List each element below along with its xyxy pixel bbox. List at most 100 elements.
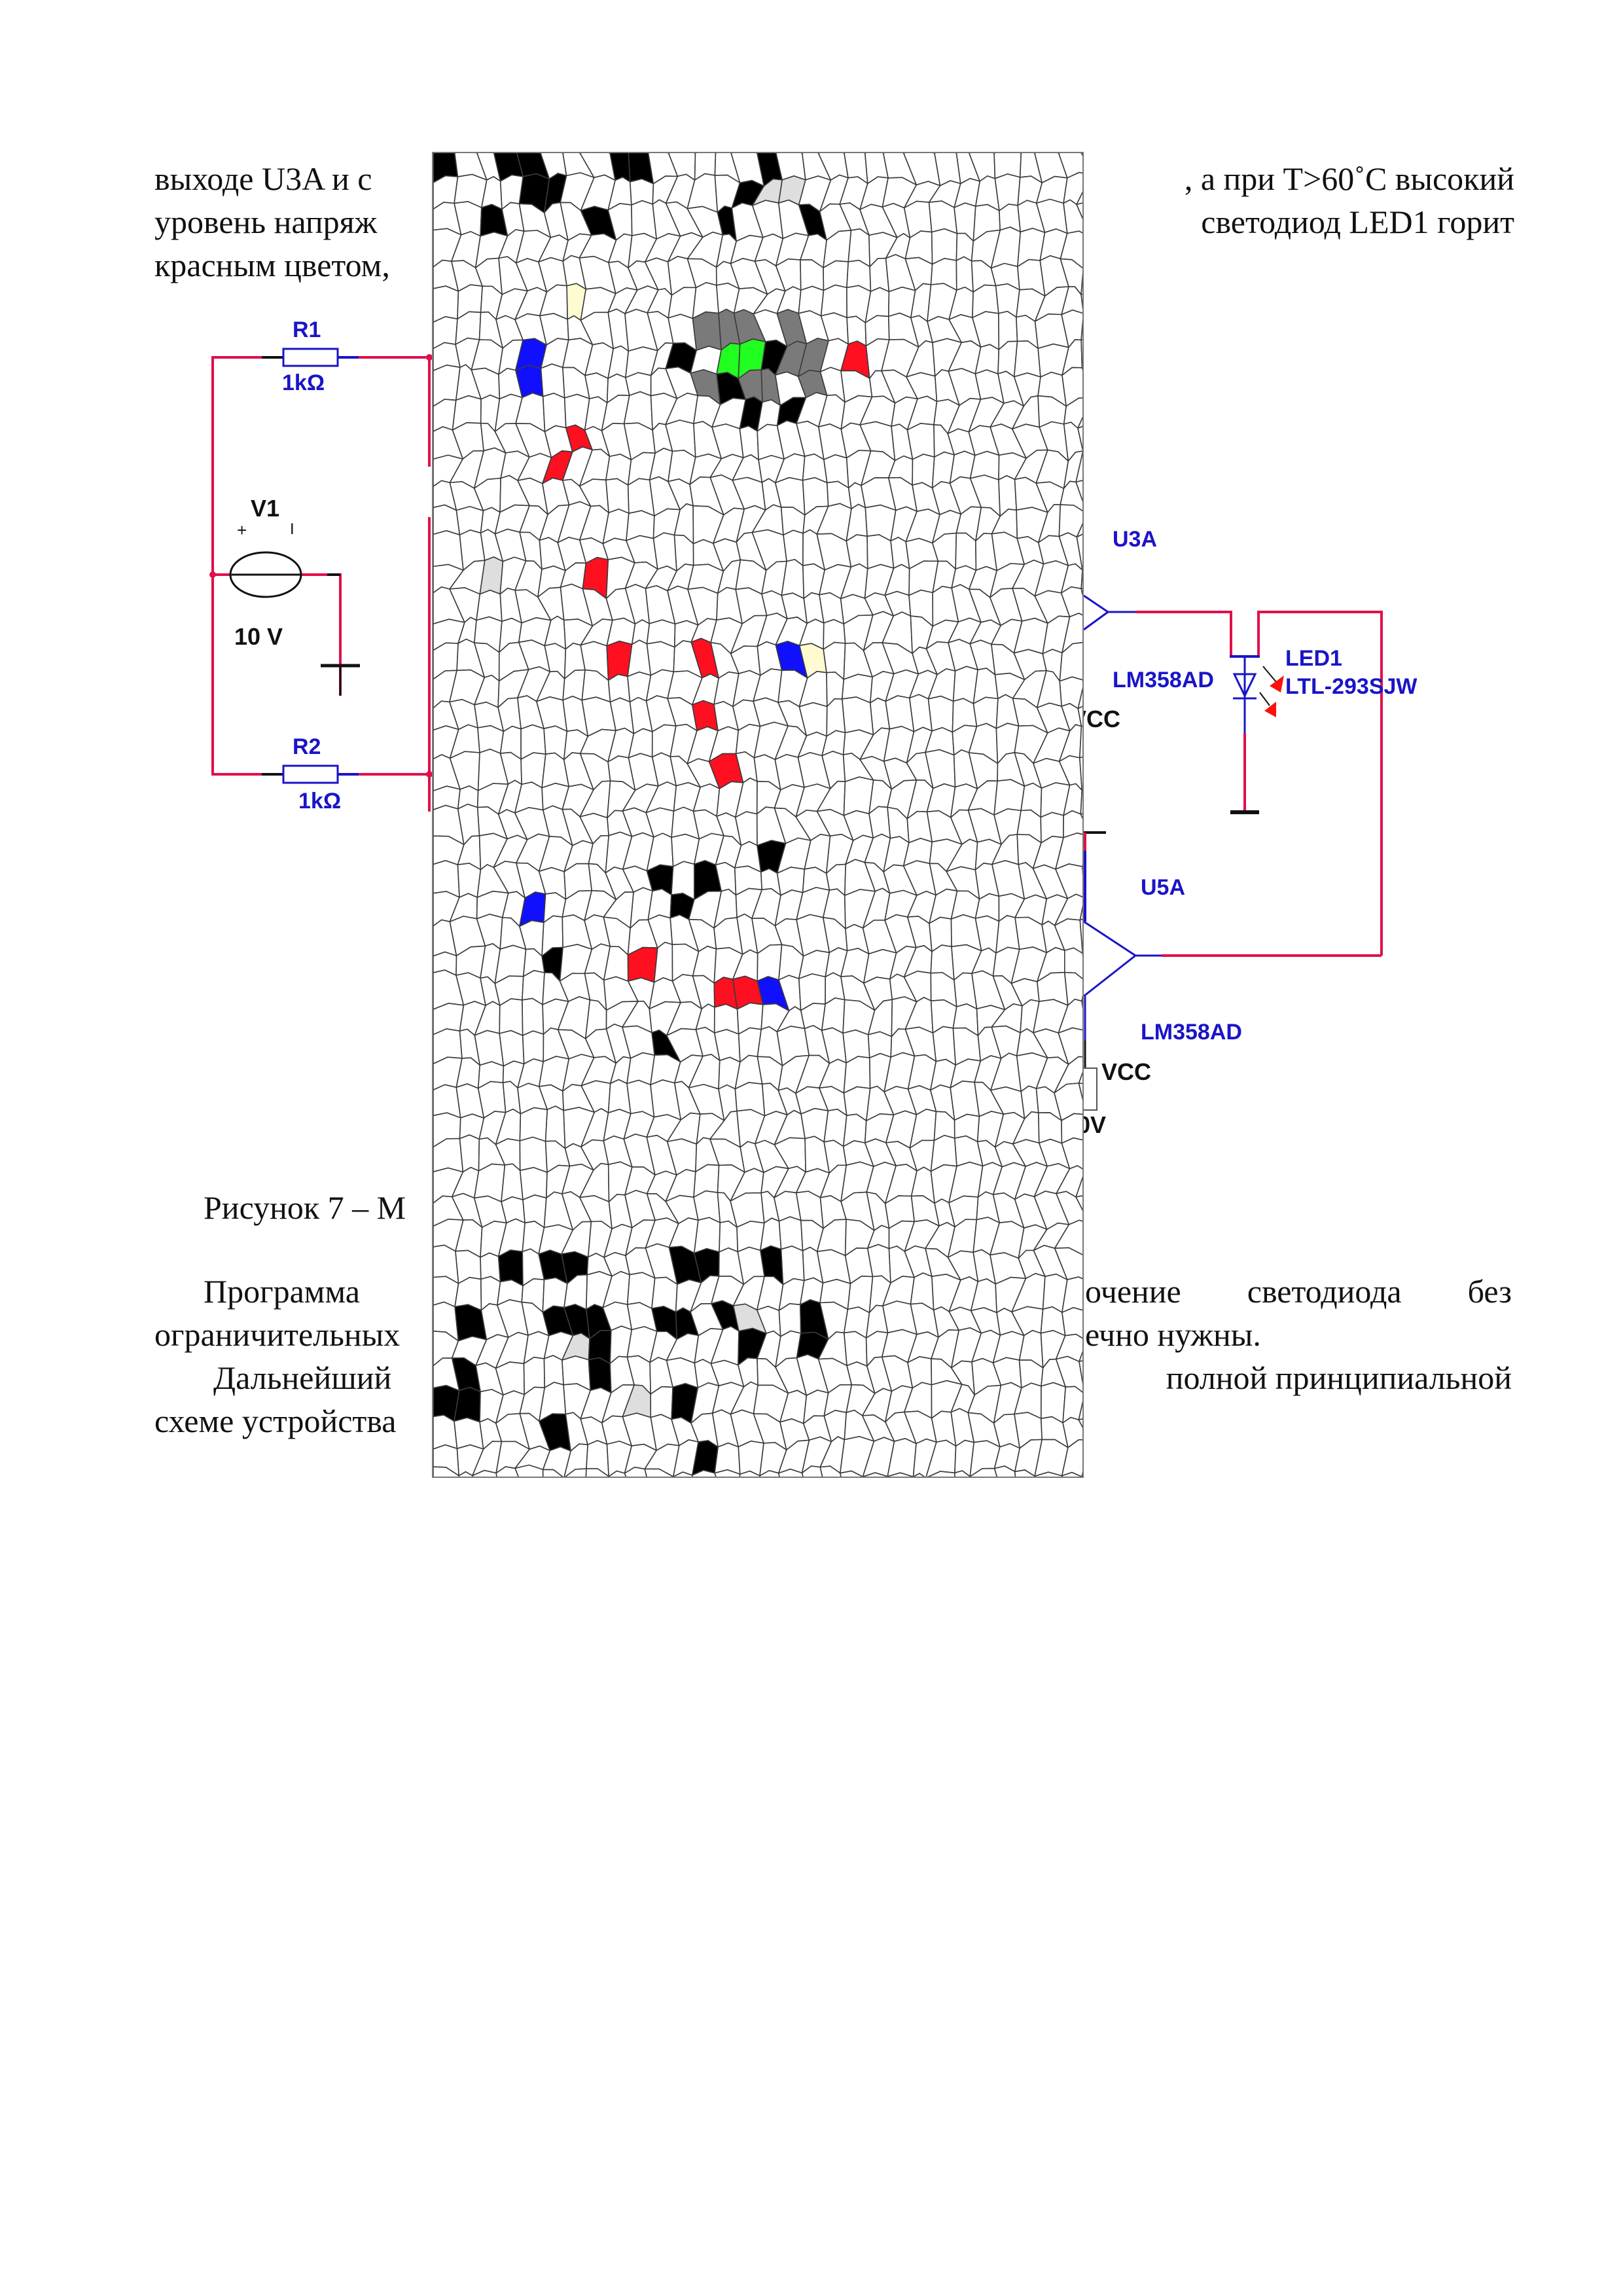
mosaic-cell	[912, 1438, 937, 1477]
mosaic-cell	[672, 1471, 693, 1477]
mosaic-cell	[839, 1470, 864, 1477]
mosaic-cell	[519, 1107, 548, 1142]
word: очение	[1085, 1273, 1181, 1310]
v1-value: 10 V	[234, 623, 283, 650]
mosaic-cell	[912, 1473, 925, 1477]
mosaic-cell	[1075, 480, 1082, 502]
paragraph-bottom-p1-line1-right: очение светодиода без	[1085, 1270, 1512, 1313]
led-symbol	[1230, 656, 1259, 814]
wire-r1-left	[211, 356, 366, 776]
paragraph-top-line1-left: выходе U3A и с	[154, 160, 372, 197]
mosaic-cell	[887, 1472, 914, 1477]
circuit-schematic	[209, 348, 1383, 1111]
mosaic-cell	[1080, 293, 1082, 310]
mosaic-cell	[739, 1470, 760, 1477]
mosaic-cell	[969, 1467, 998, 1477]
resistor-r2	[282, 764, 339, 784]
v1-label: V1	[251, 495, 280, 522]
mosaic-cell	[514, 1464, 544, 1477]
mosaic-cell	[433, 1466, 460, 1477]
mosaic-cell	[522, 997, 544, 1037]
mosaic-cell	[862, 1472, 889, 1477]
mosaic-cell	[495, 1466, 519, 1477]
mosaic-cell	[585, 1468, 610, 1477]
mosaic-cell	[433, 1276, 459, 1308]
mosaic-overlay	[432, 152, 1084, 1478]
mosaic-cell	[1076, 533, 1082, 571]
mosaic-cell	[1081, 367, 1082, 371]
mosaic-cell	[605, 478, 630, 514]
mosaic-cell	[819, 1465, 842, 1477]
mosaic-cell	[627, 946, 658, 983]
mosaic-cells	[433, 153, 1082, 1477]
mosaic-cell	[1080, 813, 1082, 819]
mosaic-cell	[499, 1030, 525, 1067]
mosaic-cell	[801, 1465, 823, 1477]
mosaic-cell	[927, 695, 954, 733]
mosaic-cell	[691, 1469, 717, 1477]
mosaic-cell	[759, 1469, 780, 1477]
r1-label: R1	[293, 317, 321, 342]
mosaic-cell	[1079, 918, 1082, 954]
mosaic-cell	[454, 1417, 484, 1450]
mosaic-cell	[719, 1220, 739, 1253]
paragraph-bottom-p2-line2-left: схеме устройства	[154, 1403, 397, 1439]
mosaic-cell	[459, 1134, 480, 1173]
led1-label: LED1	[1285, 646, 1342, 671]
v1-plus-sign: +	[237, 520, 247, 540]
mosaic-cell	[906, 423, 935, 460]
paragraph-bottom-p2-line1-left: Дальнейший	[213, 1359, 392, 1396]
r2-label: R2	[293, 734, 321, 759]
mosaic-cell	[644, 1468, 674, 1477]
left-loop-wires	[211, 356, 431, 812]
u5a-label: U5A	[1141, 875, 1186, 900]
figure-caption: Рисунок 7 – М	[204, 1189, 406, 1226]
mosaic-cell	[843, 776, 874, 817]
wire-u3a-led	[1135, 611, 1383, 956]
mosaic-cell	[955, 532, 977, 571]
mosaic-cell	[841, 696, 874, 736]
mosaic-cell	[608, 1470, 627, 1477]
r1-value: 1kΩ	[282, 370, 325, 395]
paragraph-bottom-p1-line1-left: Программа	[204, 1273, 360, 1310]
opamp-u5a	[1083, 920, 1382, 1068]
mosaic-cell	[1078, 1083, 1082, 1101]
led-light-arrows-icon	[1259, 666, 1284, 717]
mosaic-cell	[457, 863, 482, 899]
opamp-u3a	[1083, 594, 1135, 631]
mosaic-cell	[626, 1052, 656, 1086]
mosaic-cell	[927, 1471, 955, 1477]
paragraph-top-line1-right: , а при T>60˚C высокий	[1184, 160, 1514, 197]
paragraph-bottom-p1-line2-right: ечно нужны.	[1085, 1316, 1261, 1353]
paragraph-bottom-p2-line1-right: полной принципиальной	[1166, 1359, 1512, 1396]
mosaic-cell	[1075, 202, 1082, 219]
mosaic-cell	[693, 1217, 721, 1254]
v1-minus-sign: I	[290, 520, 294, 538]
mosaic-cell	[564, 1468, 587, 1477]
mosaic-cell	[713, 1469, 741, 1477]
mosaic-cell	[692, 311, 722, 351]
mosaic-cell	[866, 534, 895, 569]
mosaic-cell	[1075, 1195, 1082, 1211]
mosaic-cell	[843, 1331, 868, 1367]
mosaic-cell	[954, 1470, 971, 1477]
led1-part: LTL-293SJW	[1285, 674, 1418, 699]
mosaic-cell	[993, 1465, 1016, 1477]
paragraph-bottom-p1-line2-left: ограничительных	[154, 1316, 401, 1353]
mosaic-cell	[474, 1030, 505, 1067]
u5a-part: LM358AD	[1141, 1020, 1242, 1045]
mosaic-cell	[1014, 1469, 1036, 1477]
junction-r2	[426, 771, 433, 778]
u3a-part: LM358AD	[1113, 668, 1214, 692]
mosaic-cell	[1077, 425, 1082, 452]
mosaic-cell	[1080, 587, 1082, 596]
word: без	[1467, 1273, 1512, 1310]
mosaic-cell	[777, 1468, 804, 1477]
paragraph-top-line2-left: уровень напряж	[154, 204, 378, 240]
mosaic-cell	[540, 363, 565, 399]
mosaic-cell	[1061, 1471, 1082, 1477]
mosaic-cell	[1079, 1360, 1082, 1384]
mosaic-cell	[542, 1469, 563, 1477]
mosaic-cell	[652, 532, 677, 572]
paragraph-top-line2-right: светодиод LED1 горит	[1201, 204, 1514, 240]
